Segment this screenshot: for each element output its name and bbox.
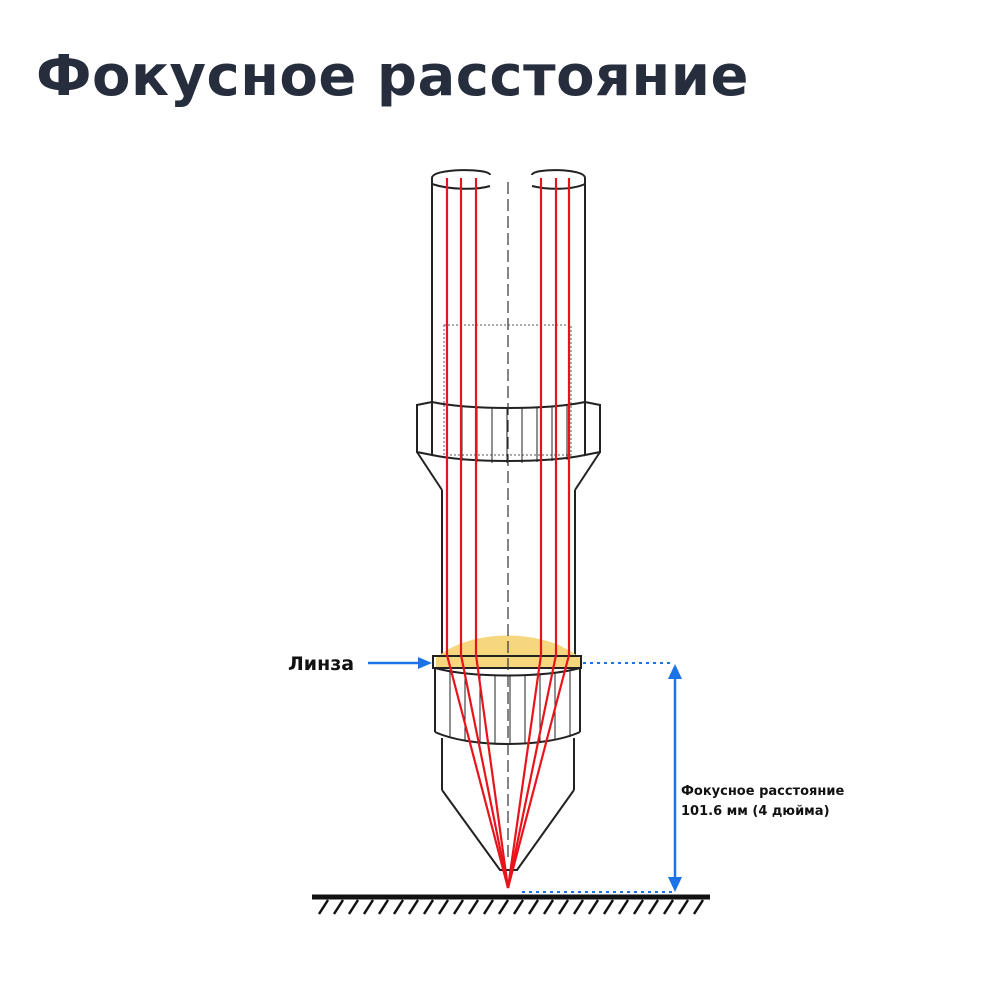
surface-hatch <box>542 899 555 915</box>
work-surface <box>312 894 710 915</box>
surface-hatch <box>332 899 345 915</box>
focal-distance-label-line1: Фокусное расстояние <box>681 784 844 799</box>
surface-hatch <box>617 899 630 915</box>
lower-tube <box>441 490 576 655</box>
surface-hatch <box>572 899 585 915</box>
surface-hatch <box>467 899 480 915</box>
page-title: Фокусное расстояние <box>36 44 749 109</box>
surface-hatch <box>437 899 450 915</box>
surface-hatch <box>422 899 435 915</box>
surface-hatch <box>527 899 540 915</box>
surface-hatch <box>482 899 495 915</box>
surface-hatch <box>662 899 675 915</box>
surface-hatch <box>647 899 660 915</box>
surface-hatch <box>692 899 705 915</box>
surface-hatch <box>392 899 405 915</box>
lens-pointer-arrow <box>368 657 432 669</box>
surface-hatch <box>512 899 525 915</box>
focal-distance-dimension <box>522 662 682 893</box>
surface-hatch <box>632 899 645 915</box>
laser-beams <box>445 178 571 889</box>
surface-hatch <box>602 899 615 915</box>
surface-hatch <box>317 899 330 915</box>
surface-hatch <box>497 899 510 915</box>
surface-hatch <box>557 899 570 915</box>
surface-hatch <box>587 899 600 915</box>
focal-distance-label: Фокусное расстояние 101.6 мм (4 дюйма) <box>681 784 849 819</box>
surface-hatch <box>452 899 465 915</box>
focal-distance-label-line2: 101.6 мм (4 дюйма) <box>681 804 830 819</box>
surface-hatch <box>362 899 375 915</box>
surface-hatch <box>677 899 690 915</box>
surface-hatch <box>347 899 360 915</box>
surface-hatch <box>407 899 420 915</box>
surface-hatch <box>377 899 390 915</box>
lens-label: Линза <box>288 653 354 675</box>
